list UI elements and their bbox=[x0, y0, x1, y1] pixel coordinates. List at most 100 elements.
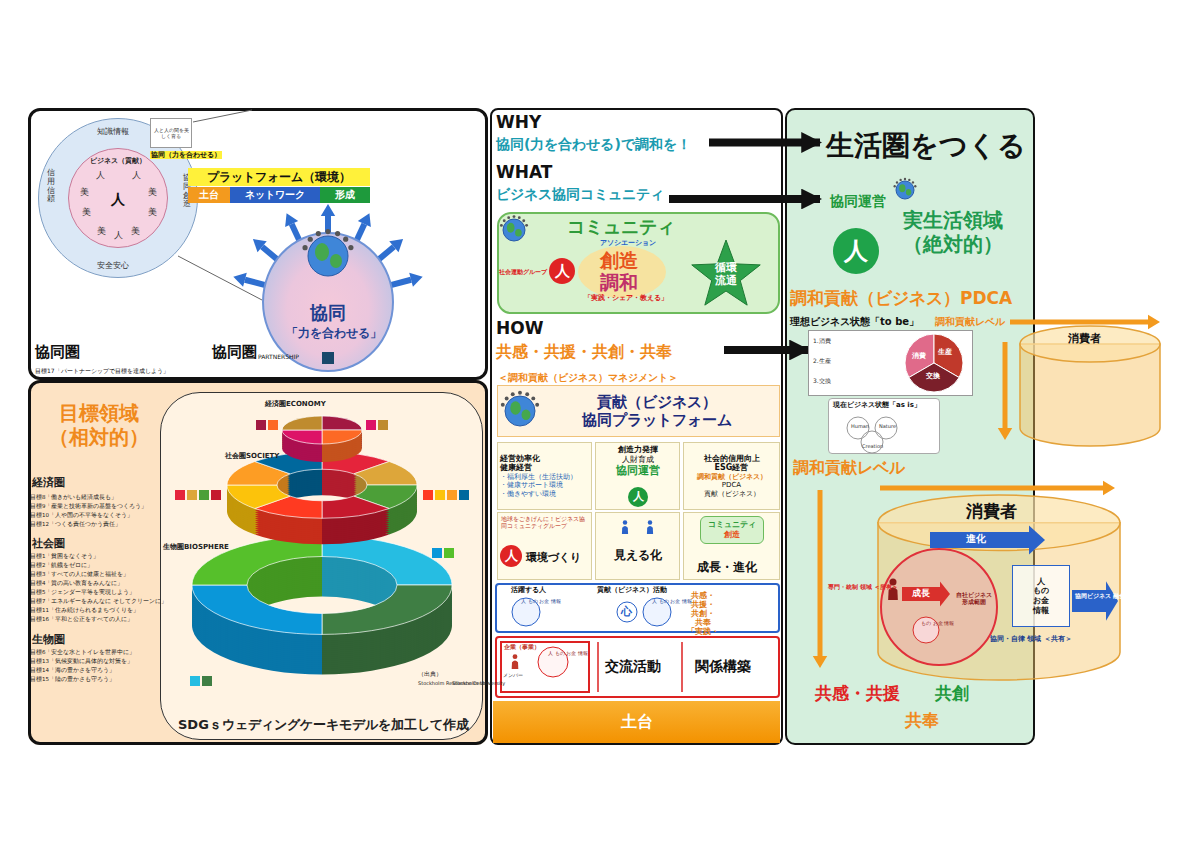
label: 共創 bbox=[935, 683, 969, 703]
node-text: 環境づくり bbox=[526, 551, 581, 564]
illustration bbox=[160, 392, 483, 740]
node-text: 調和貢献（ビジネス） bbox=[697, 473, 767, 481]
node-text: 3.交換 bbox=[813, 377, 831, 384]
label: 人 bbox=[96, 170, 105, 181]
label: 協同（力を合わせる） bbox=[150, 151, 222, 159]
label: 調和貢献（ビジネス）PDCA bbox=[790, 288, 1012, 308]
node-text: 形成 bbox=[335, 189, 355, 201]
node-text: 人 もの お金 情報 bbox=[1033, 577, 1049, 615]
label: 美 bbox=[148, 187, 157, 198]
node-text: 人財育成 bbox=[622, 455, 654, 465]
label: 目標12「つくる責任つかう責任」 bbox=[30, 521, 121, 528]
node-text: ・健康サポート環境 bbox=[500, 481, 563, 489]
person-circle: 人 bbox=[549, 258, 575, 284]
label: 協同・自律 領域 ＜共有＞ bbox=[990, 635, 1072, 643]
node-text: 交換 bbox=[926, 372, 940, 380]
label: 目標6「安全な水とトイレを世界中に」 bbox=[30, 649, 136, 656]
node-text: 人 bbox=[633, 490, 644, 503]
node-text: 人 bbox=[555, 262, 570, 280]
node-text: 知識情報 bbox=[97, 127, 129, 137]
column-cell: 地球をごきげんに！ビジネス協同コミュニティグループ環境づくり人 bbox=[497, 512, 592, 580]
node-text: 創造 bbox=[724, 530, 740, 540]
panel-fill bbox=[28, 108, 488, 380]
node-text: 社会的信用向上 bbox=[704, 454, 760, 464]
person-circle: 人 bbox=[833, 228, 879, 274]
label: 創造 bbox=[600, 249, 638, 272]
node-text: PDCA bbox=[722, 481, 741, 489]
callout-box: 人と人の間を美しく育る bbox=[150, 118, 192, 148]
platform-tab: 土台 bbox=[188, 187, 230, 203]
label: 人 もの お金 情報 bbox=[652, 598, 692, 604]
node-text: 土台 bbox=[621, 712, 653, 731]
panel-fill bbox=[490, 108, 783, 745]
node-text: コミュニティ bbox=[567, 216, 675, 238]
node-text: ・働きやすい環境 bbox=[500, 490, 556, 498]
label: 専門・統制 領域 ＜所有＞ bbox=[828, 583, 898, 590]
node-text: 交流活動 bbox=[605, 658, 661, 675]
node-text: 健康経営 bbox=[500, 463, 532, 473]
label: 人 もの お金 情報 bbox=[548, 650, 588, 656]
company-box: 企業（事業） bbox=[500, 641, 590, 693]
label: 美 bbox=[80, 187, 89, 198]
label: 人 bbox=[114, 230, 123, 241]
node-text: 共感・共援・共創・共奉 bbox=[496, 342, 672, 361]
node-text: WHY bbox=[496, 112, 541, 132]
illustration bbox=[595, 512, 680, 580]
label: 目標7「エネルギーをみんなに そしてクリーンに」 bbox=[30, 598, 167, 605]
connector-arrow bbox=[709, 139, 820, 147]
platform-band: プラットフォーム（環境） bbox=[188, 168, 370, 186]
label: 経済圏 bbox=[32, 476, 65, 489]
label: 経済圏ECONOMY bbox=[265, 400, 326, 408]
partnership-circle: 協同「力を合わせる」 bbox=[262, 232, 394, 372]
label: 目標4「質の高い教育をみんなに」 bbox=[30, 580, 124, 587]
panel: 協同圏目標17「パートナーシップで目標を達成しよう」知識情報信用信頼協同創造安全… bbox=[28, 108, 488, 380]
platform-tab: ネットワーク bbox=[230, 187, 320, 203]
heading-block: WHY 協同(力を合わせる)で調和を！ bbox=[494, 112, 709, 160]
ownership-circle: 自社ビジネス 形成範囲 bbox=[880, 548, 998, 666]
node-text: 協同(力を合わせる)で調和を！ bbox=[496, 136, 691, 153]
person-circle: 人 bbox=[500, 545, 522, 567]
platform-tab: 形成 bbox=[320, 187, 370, 203]
panel: ＜調和貢献（ビジネス）マネジメント＞WHY協同(力を合わせる)で調和を！WHAT… bbox=[490, 108, 783, 745]
node-text: 消費者 bbox=[966, 501, 1017, 521]
label: 心 bbox=[621, 605, 632, 618]
activity-box: 活躍する人貢献（ビジネス）活動共感・共援・共創・共奉 「実践・シェア・教える」 bbox=[495, 583, 780, 633]
node-text: 人 bbox=[844, 237, 868, 266]
node-text: 関係構築 bbox=[695, 658, 751, 675]
cylinder: 消費者自社ビジネス 形成範囲 人 もの お金 情報 bbox=[878, 495, 1120, 680]
label: 成長 bbox=[912, 588, 930, 599]
foundation-bar: 土台 bbox=[493, 701, 780, 743]
node-text: 自社ビジネス 形成範囲 bbox=[956, 592, 992, 605]
node-text: ビジネス協同コミュニティ bbox=[496, 186, 664, 203]
label: 協同ビジネス 融合 bbox=[1075, 592, 1125, 599]
panel: 目標領域 （相対的）SDGｓウェディングケーキモデルを加工して作成 bbox=[28, 380, 488, 745]
node-text: 貢献（ビジネス） bbox=[704, 490, 760, 498]
node-text: 土台 bbox=[199, 189, 219, 201]
node-text: 地球をごきげんに！ビジネス協同コミュニティグループ bbox=[501, 516, 590, 529]
label: 美 bbox=[148, 207, 157, 218]
label: 生物圏BIOSPHERE bbox=[163, 543, 229, 551]
column-cell: 社会的信用向上ESG経営調和貢献（ビジネス）PDCA貢献（ビジネス） bbox=[683, 442, 780, 510]
label: 美 bbox=[82, 207, 91, 218]
label: Human bbox=[851, 423, 869, 429]
label: 共感・共援 bbox=[815, 683, 900, 703]
node-text: 貢献（ビジネス）活動 bbox=[597, 586, 667, 594]
label: 目標15「陸の豊かさも守ろう」 bbox=[30, 676, 115, 683]
node-text: 実生活領域 （絶対的） bbox=[903, 208, 1003, 256]
illustration bbox=[880, 548, 998, 666]
pie-chart: 消費生産交換 bbox=[905, 334, 963, 392]
label: 目標14「海の豊かさを守ろう」 bbox=[30, 667, 115, 674]
cylinder: 消費者 bbox=[1020, 326, 1160, 446]
illustration bbox=[905, 334, 963, 392]
node-text: 消費 bbox=[912, 352, 926, 360]
label: 目標11「住み続けられるまちづくりを」 bbox=[30, 607, 139, 614]
node-text: 現在ビジネス状態「as is」 bbox=[833, 401, 921, 409]
node-text: 協同プラットフォーム bbox=[582, 411, 732, 429]
node-text: 消費者 bbox=[1068, 332, 1101, 345]
node-text: プラットフォーム（環境） bbox=[207, 170, 351, 184]
label: 社会運動グループ bbox=[499, 268, 547, 275]
node-text: HOW bbox=[496, 318, 543, 338]
panel-fill bbox=[160, 392, 483, 740]
node-text: 企業（事業） bbox=[504, 643, 540, 650]
